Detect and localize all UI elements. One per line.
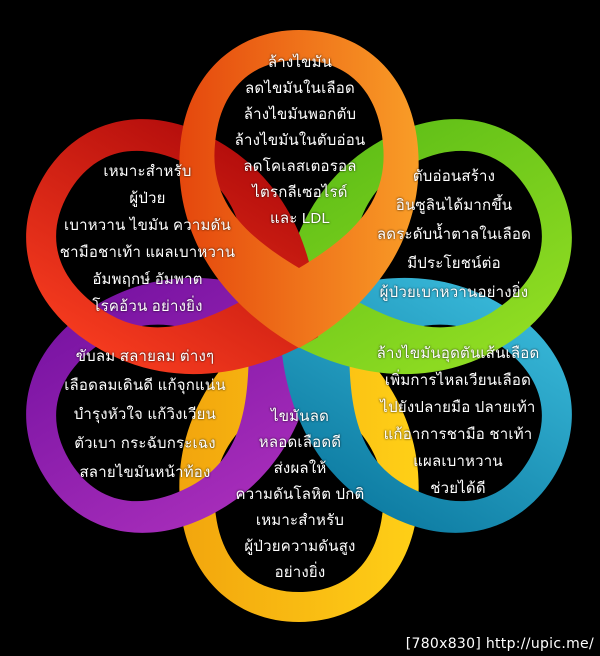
text-line: อย่างยิ่ง <box>274 564 326 581</box>
petal-yellow-text: ไขมันลด หลอดเลือดดี ส่งผลให้ ความดันโลหิ… <box>198 404 402 586</box>
text-line: แก้อาการชามือ ชาเท้า <box>383 426 533 443</box>
petal-orange-text: ล้างไขมัน ลดไขมันในเลือด ล้างไขมันพอกตับ… <box>188 50 412 232</box>
text-line: ช่วยได้ดี <box>430 480 486 497</box>
text-line: ล้างไขมันอุดตันเส้นเลือด <box>376 345 540 362</box>
text-line: ผู้ป่วยเบาหวานอย่างยิ่ง <box>379 284 529 301</box>
petal-green-shape <box>279 119 572 375</box>
text-line: ลดไขมันในเลือด <box>245 80 355 97</box>
text-line: ชามือชาเท้า แผลเบาหวาน <box>59 244 236 261</box>
text-line: อินซูลินได้มากขึ้น <box>395 197 513 214</box>
text-line: ล้างไขมันพอกตับ <box>243 106 357 123</box>
text-line: เหมาะสำหรับ <box>255 512 345 529</box>
text-line: ขับลม สลายลม ต่างๆ <box>75 348 215 365</box>
text-line: ความดันโลหิต ปกติ <box>235 486 365 503</box>
text-line: สลายไขมันหน้าท้อง <box>79 464 211 481</box>
text-line: หลอดเลือดดี <box>258 434 342 451</box>
text-line: เลือดลมเดินดี แก้จุกแน่น <box>64 377 226 394</box>
text-line: ลดโคเลสเตอรอล <box>243 158 357 175</box>
text-line: แผลเบาหวาน <box>413 453 503 470</box>
petal-yellow-shape <box>179 304 419 622</box>
watermark: [780x830] http://upic.me/ <box>405 636 594 652</box>
text-line: ล้างไขมัน <box>267 54 333 71</box>
text-line: ตับอ่อนสร้าง <box>412 168 496 185</box>
petal-purple-text: ขับลม สลายลม ต่างๆ เลือดลมเดินดี แก้จุกแ… <box>25 342 265 487</box>
text-line: บำรุงหัวใจ แก้วิงเวียน <box>73 406 217 423</box>
text-line: ผู้ป่วย <box>129 190 166 207</box>
petal-blue-text: ล้างไขมันอุดตันเส้นเลือด เพิ่มการไหลเวีย… <box>336 340 580 502</box>
text-line: เบาหวาน ไขมัน ความดัน <box>64 217 231 234</box>
text-line: ไปยังปลายมือ ปลายเท้า <box>380 399 536 416</box>
text-line: โรคอ้วน อย่างยิ่ง <box>92 298 203 315</box>
petal-orange-shape <box>179 30 419 348</box>
text-line: ไตรกลีเซอไรด์ <box>252 184 348 201</box>
text-line: มีประโยชน์ต่อ <box>407 255 501 272</box>
petal-red-text: เหมาะสำหรับ ผู้ป่วย เบาหวาน ไขมัน ความดั… <box>30 158 265 320</box>
text-line: ไขมันลด <box>270 408 330 425</box>
petal-red-shape <box>26 119 319 375</box>
petal-green-text: ตับอ่อนสร้าง อินซูลินได้มากขึ้น ลดระดับน… <box>338 162 570 307</box>
text-line: อัมพฤกษ์ อัมพาต <box>92 271 203 288</box>
text-line: ลดระดับน้ำตาลในเลือด <box>376 226 532 243</box>
text-line: ล้างไขมันในตับอ่อน <box>234 132 366 149</box>
text-line: ผู้ป่วยความดันสูง <box>244 538 356 555</box>
text-line: และ LDL <box>269 210 330 227</box>
text-line: เหมาะสำหรับ <box>103 163 192 180</box>
text-line: เพิ่มการไหลเวียนเลือด <box>384 372 532 389</box>
text-line: ตัวเบา กระฉับกระเฉง <box>74 435 216 452</box>
text-line: ส่งผลให้ <box>273 460 327 477</box>
